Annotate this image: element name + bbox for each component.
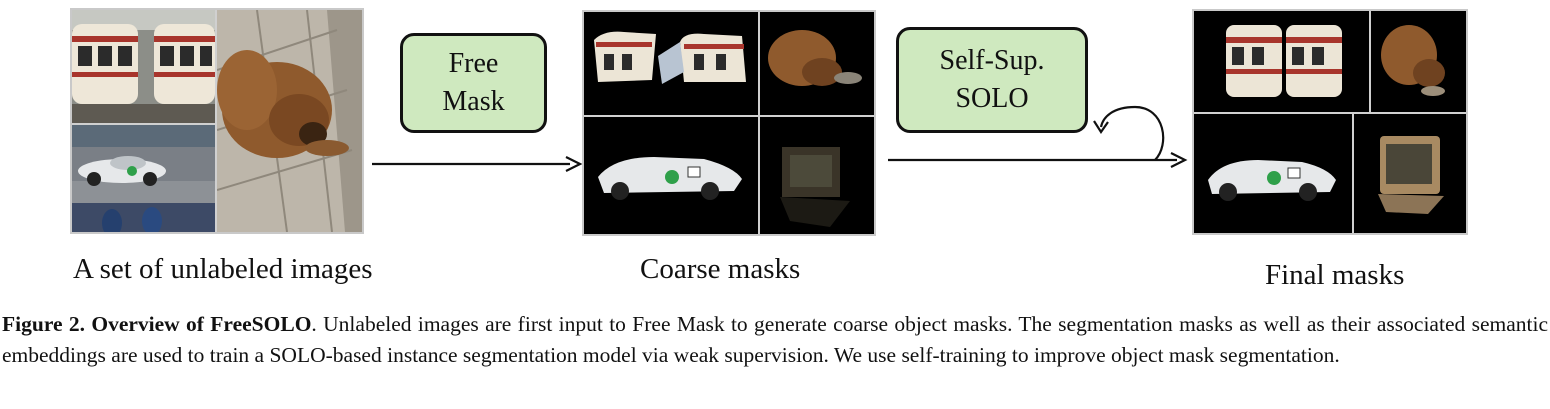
self-sup-solo-box: Self-Sup. SOLO [896, 27, 1088, 133]
final-masks-label: Final masks [1265, 259, 1405, 291]
arrow-to-coarse [372, 156, 582, 172]
dog-image [217, 10, 362, 232]
free-mask-box: Free Mask [400, 33, 547, 133]
coarse-masks-label: Coarse masks [640, 253, 801, 285]
final-mask-grid [1192, 9, 1468, 235]
final-car-mask [1194, 114, 1352, 233]
race-car-image [72, 125, 215, 232]
caption-figure-label: Figure 2. [2, 312, 85, 336]
coarse-train-mask [584, 12, 758, 115]
figure-caption: Figure 2. Overview of FreeSOLO. Unlabele… [2, 309, 1548, 371]
coarse-dog-mask [760, 12, 874, 115]
caption-body: . Unlabeled images are first input to Fr… [2, 312, 1548, 367]
train-image [72, 10, 215, 123]
arrow-to-final [888, 105, 1188, 168]
coarse-car-mask [584, 117, 758, 234]
caption-title: Overview of FreeSOLO [91, 312, 312, 336]
input-images-label: A set of unlabeled images [73, 253, 373, 285]
input-image-grid [70, 8, 364, 234]
final-monitor-mask [1354, 114, 1466, 233]
final-train-mask [1194, 11, 1369, 112]
final-dog-mask [1371, 11, 1466, 112]
coarse-mask-grid [582, 10, 876, 236]
coarse-monitor-mask [760, 117, 874, 234]
